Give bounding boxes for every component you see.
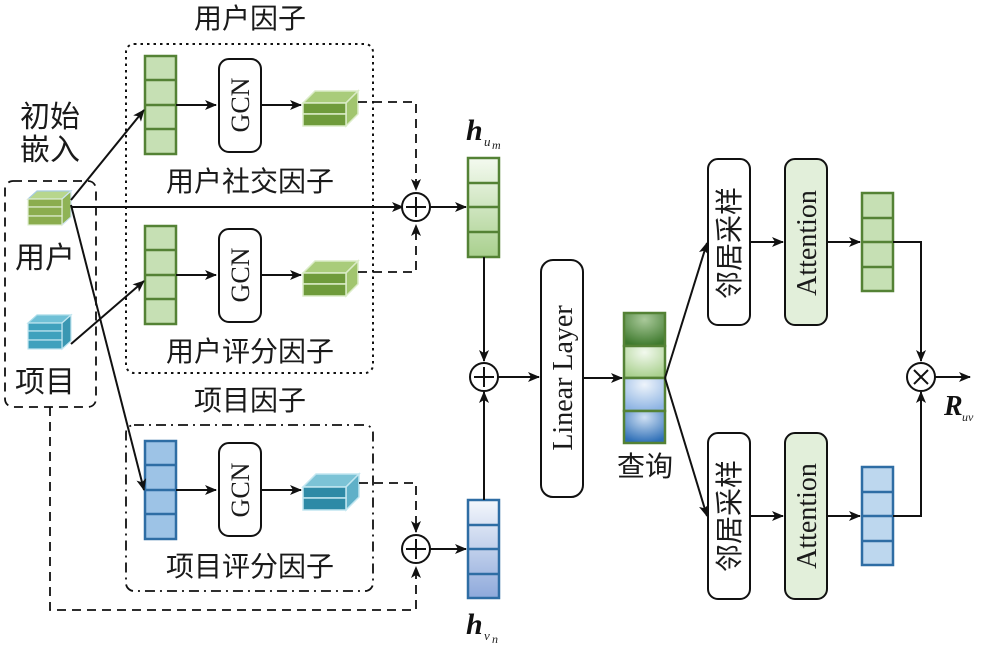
user-factor-group: 用户因子 GCN 用户社交因子 GCN — [125, 2, 374, 374]
h-vn-sub: v — [484, 628, 490, 643]
social-to-add-dashed-arrow — [358, 101, 421, 191]
lower-attention-label: Attention — [792, 463, 823, 569]
connectors — [49, 100, 421, 611]
item-factor-box — [125, 424, 374, 592]
item-to-user-rating-arrow — [70, 280, 145, 345]
h-um-subsub: m — [492, 138, 501, 152]
initial-embedding-title-line1: 初始 — [20, 100, 80, 135]
item-rating-output-cube-icon — [301, 472, 361, 512]
user-rating-factor-label: 用户评分因子 — [166, 335, 334, 368]
h-vn-vector — [466, 498, 501, 600]
user-social-gcn-label: GCN — [226, 77, 255, 132]
query-vector — [622, 311, 667, 445]
upper-neighbor-sampling-label: 邻居采样 — [713, 187, 746, 299]
query-to-lower-sampling-arrow — [664, 377, 709, 517]
item-factor-group: 项目因子 GCN 项目评分因子 — [125, 384, 374, 592]
user-rating-output-cube-icon — [301, 259, 360, 298]
h-um-vector — [466, 156, 501, 259]
center-add-operator — [469, 362, 499, 392]
user-to-social-arrow — [70, 109, 145, 201]
initial-embedding-title-line2: 嵌入 — [20, 133, 80, 168]
user-factor-box — [125, 43, 374, 374]
h-vn-subsub: n — [492, 632, 498, 646]
item-factor-title: 项目因子 — [194, 384, 306, 417]
item-embedding-cube-icon — [26, 313, 73, 351]
user-social-factor-label: 用户社交因子 — [166, 165, 334, 198]
h-um-label: h u m — [466, 114, 501, 152]
item-rating-embedding-vector — [143, 439, 178, 541]
user-to-item-rating-arrow — [70, 204, 147, 491]
h-um-base: h — [466, 114, 483, 147]
user-rating-gcn-label: GCN — [226, 247, 255, 302]
user-embedding-cube-icon — [26, 189, 73, 227]
item-add-operator — [401, 534, 431, 564]
item-rating-gcn-label: GCN — [226, 462, 255, 517]
h-um-sub: u — [484, 134, 491, 149]
lower-neighbor-sampling-label: 邻居采样 — [713, 460, 746, 572]
linear-layer-label: Linear Layer — [548, 305, 579, 451]
item-rating-factor-label: 项目评分因子 — [166, 550, 334, 583]
user-social-embedding-vector — [143, 54, 178, 156]
item-embedding-to-add-dashed-arrow — [49, 407, 421, 611]
r-uv-output-label: R uv — [943, 391, 974, 424]
item-label: 项目 — [15, 365, 75, 400]
user-label: 用户 — [15, 241, 75, 276]
lower-output-vector — [860, 465, 895, 567]
h-vn-base: h — [466, 608, 483, 641]
rating-to-add-dashed-arrow — [358, 224, 421, 273]
upper-attention-label: Attention — [792, 190, 823, 296]
query-label: 查询 — [617, 450, 673, 483]
upper-vector-to-multiply-arrow — [893, 241, 926, 362]
user-social-output-cube-icon — [301, 89, 360, 128]
lower-vector-to-multiply-arrow — [893, 391, 926, 517]
h-vn-label: h v n — [466, 608, 498, 646]
upper-output-vector — [860, 191, 895, 293]
initial-embedding-group: 初始 嵌入 用户 项目 — [4, 100, 97, 408]
item-output-to-add-dashed-arrow — [359, 482, 421, 533]
user-factor-title: 用户因子 — [194, 2, 306, 35]
user-rating-embedding-vector — [143, 224, 178, 326]
multiply-operator — [906, 362, 936, 392]
r-uv-sub: uv — [962, 410, 974, 424]
r-uv-base: R — [943, 391, 963, 422]
query-to-upper-sampling-arrow — [664, 242, 709, 379]
user-add-operator — [401, 192, 431, 222]
